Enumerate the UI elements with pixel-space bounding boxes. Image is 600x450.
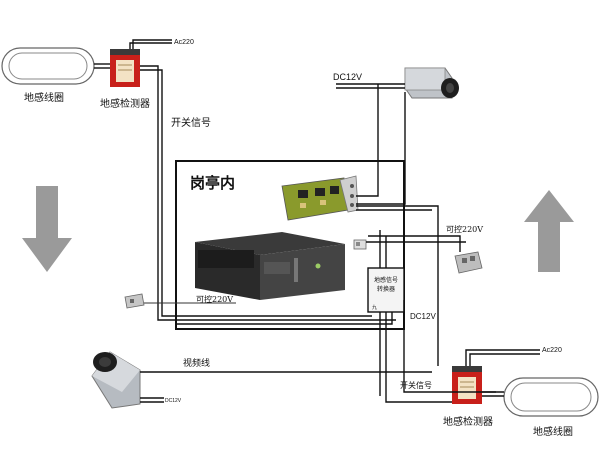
camera-top: [404, 67, 459, 99]
label-dc12-booth: DC12V: [410, 312, 436, 321]
loop-detector-top-label: 地感检测器: [100, 97, 150, 110]
signal-converter-line2: 转换器: [377, 285, 395, 293]
wire-card-right: [356, 205, 439, 366]
booth-title: 岗亭内: [190, 174, 235, 192]
signal-converter-line1: 地感信号: [374, 276, 398, 284]
label-switch-top: 开关信号: [171, 116, 211, 129]
wire-bottom-power-2: [469, 353, 540, 366]
wire-cam-top-video: [356, 84, 379, 197]
wire-conv-out: [385, 312, 452, 403]
arrow-down-icon: [22, 186, 72, 272]
wire-conv-dc: [403, 300, 496, 393]
label-ac220-top: Ac220: [174, 39, 194, 46]
capture-card: [281, 175, 359, 221]
loop-detector-bottom: [452, 366, 482, 404]
label-dc12-cam-top: DC12V: [333, 72, 362, 82]
label-dc12-cam-bottom: DC12V: [165, 398, 182, 404]
label-ctrl-220-right: 可控220V: [446, 224, 483, 234]
wire-top-power: [129, 42, 172, 49]
small-connector-icon: [353, 239, 367, 250]
arrow-up-icon: [524, 190, 574, 272]
relay-icon: [454, 251, 483, 274]
wire-bottom-power: [465, 349, 540, 366]
server-unit: [195, 232, 345, 300]
wire-ctrl-right: [368, 235, 461, 252]
booth-outline: [175, 160, 405, 330]
camera-bottom: [91, 351, 141, 409]
signal-converter-line3: 九: [372, 304, 377, 311]
wire-cam-top-video-2: [356, 92, 406, 205]
ground-loop-left-label: 地感线圈: [24, 91, 64, 104]
wire-top-power-2: [132, 39, 172, 49]
label-ctrl-220-left: 可控220V: [196, 294, 233, 304]
label-video-line: 视频线: [183, 357, 210, 369]
wire-top-switch-2: [140, 69, 372, 317]
plug-icon: [124, 293, 145, 309]
label-ac220-bottom: Ac220: [542, 347, 562, 354]
loop-detector-bottom-label: 地感检测器: [443, 415, 493, 428]
loop-detector-top: [110, 49, 140, 87]
label-switch-bottom: 开关信号: [400, 380, 432, 390]
ground-loop-right-label: 地感线圈: [533, 425, 573, 438]
wire-top-switch: [140, 65, 396, 321]
wire-conv-out-3: [176, 312, 393, 325]
ground-loop-left: [1, 47, 95, 85]
ground-loop-right: [503, 377, 599, 417]
